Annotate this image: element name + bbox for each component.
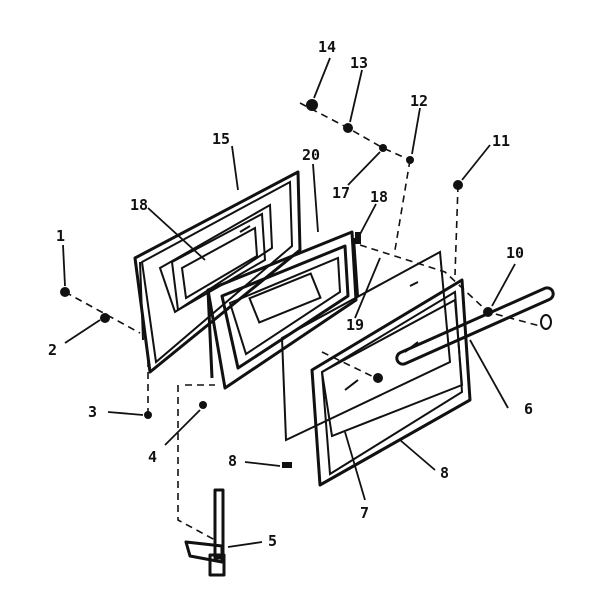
callout-19: 19 [346,316,364,334]
hinge [184,488,226,577]
callout-20: 20 [302,146,320,164]
door-handle [395,286,555,366]
callout-2: 2 [48,341,57,359]
screw-11 [453,180,463,190]
callout-18-right: 18 [370,188,388,206]
callout-15: 15 [212,130,230,148]
washer-2 [100,313,110,323]
callout-4: 4 [148,448,157,466]
spacer-17 [379,144,387,152]
assembly-dashed-lines [64,102,541,541]
callout-12: 12 [410,92,428,110]
back-panel-window [170,212,267,312]
callout-7: 7 [360,504,369,522]
callout-10: 10 [506,244,524,262]
outer-door-frame [310,278,472,487]
callout-8-clip: 8 [228,452,237,470]
door-back-panel [133,170,302,374]
door-liner [206,230,359,390]
callout-3: 3 [88,403,97,421]
callout-11: 11 [492,132,510,150]
callout-labels: 1 2 3 4 5 6 8 7 8 10 11 12 13 14 15 17 1… [48,38,533,550]
callout-18-left: 18 [130,196,148,214]
bumper-4 [199,401,207,409]
screw-3 [144,411,152,419]
leader-lines [62,57,516,548]
callout-17: 17 [332,184,350,202]
screw-1 [60,287,70,297]
callout-8-frame: 8 [440,464,449,482]
callout-6-handle: 6 [524,400,533,418]
inner-glass [280,250,452,442]
callout-5: 5 [268,532,277,550]
washer-10 [483,307,493,317]
callout-1: 1 [56,227,65,245]
clip-8 [282,462,292,468]
callout-13: 13 [350,54,368,72]
fastener-7 [373,373,383,383]
part-12 [406,156,414,164]
washer-13 [343,123,353,133]
screw-14 [306,99,318,111]
callout-14: 14 [318,38,336,56]
